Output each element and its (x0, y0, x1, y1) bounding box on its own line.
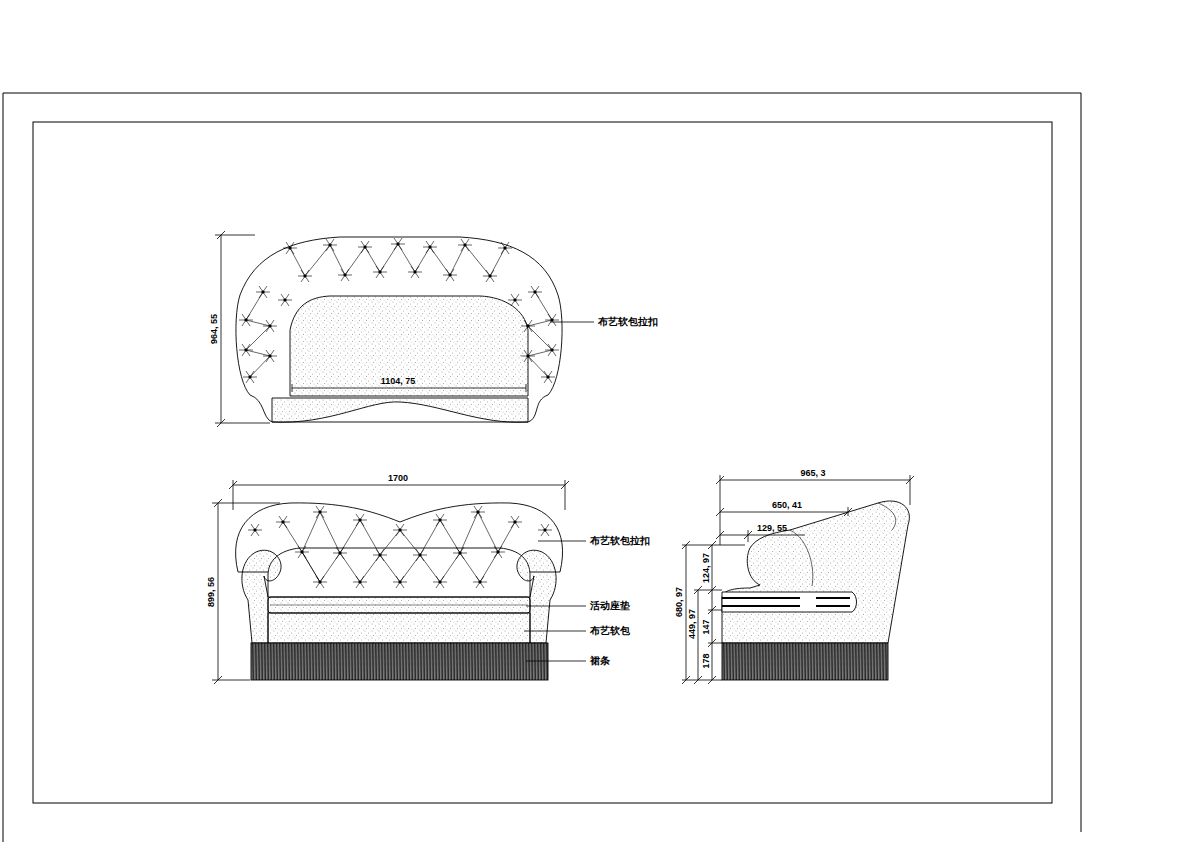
dimension: 129, 55 (757, 524, 787, 533)
part-callout: 布艺软包拉扣 (590, 536, 650, 546)
dimension: 964, 55 (210, 314, 219, 344)
dimension: 899, 56 (207, 577, 216, 607)
part-callout: 裙条 (590, 656, 610, 666)
dimension: 650, 41 (772, 501, 802, 510)
dimension: 1700 (388, 474, 408, 483)
dimension: 178 (702, 653, 711, 668)
dimension: 124, 97 (702, 553, 711, 583)
part-callout: 布艺软包 (590, 626, 630, 636)
part-callout: 布艺软包拉扣 (598, 317, 658, 327)
dimension: 965, 3 (800, 469, 825, 478)
dimension: 680, 97 (675, 587, 684, 617)
dimension: 1104, 75 (381, 377, 416, 386)
part-callout: 活动座垫 (590, 601, 630, 611)
dimension: 147 (702, 619, 711, 634)
dimension: 449, 97 (688, 609, 697, 639)
